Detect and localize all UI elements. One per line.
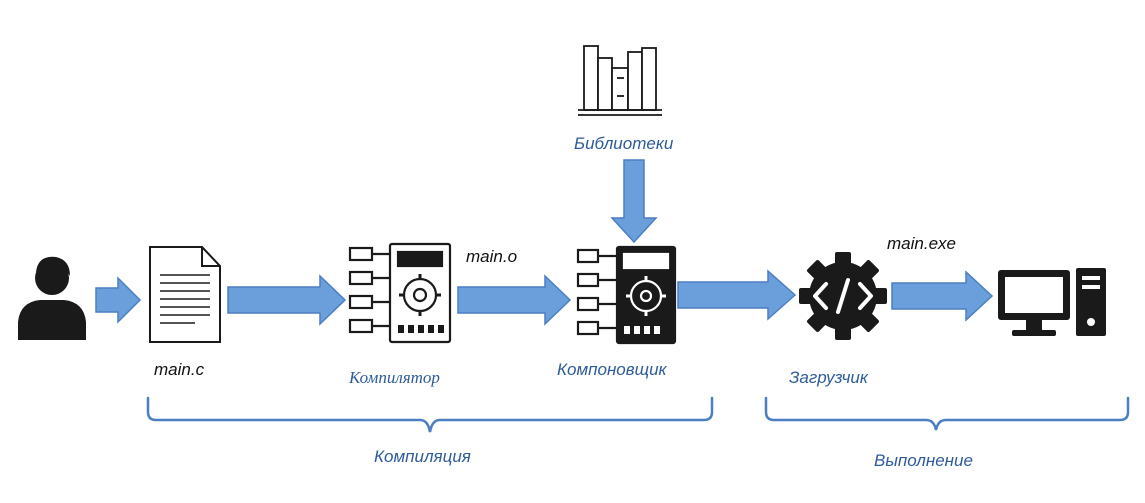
arrow-linker-to-loader (677, 269, 797, 321)
object-file-label: main.o (466, 247, 518, 266)
linker-panel-icon (576, 245, 677, 345)
loader-label: Загрузчик (789, 368, 868, 387)
linker-label: Компоновщик (557, 360, 667, 379)
executable-label: main.exe (887, 234, 956, 253)
libraries-label: Библиотеки (574, 134, 674, 153)
source-file-label: main.c (154, 360, 205, 379)
code-gear-icon (799, 252, 887, 340)
compilation-bracket (146, 396, 714, 433)
arrow-libraries-to-linker (610, 159, 658, 244)
compiler-label: Компилятор (349, 368, 440, 387)
arrow-loader-to-computer (891, 270, 994, 322)
bookshelf-icon (578, 45, 662, 116)
arrow-user-to-source (95, 276, 142, 324)
desktop-computer-icon (998, 268, 1106, 336)
person-icon (18, 256, 86, 340)
execution-bracket (764, 396, 1130, 431)
arrow-source-to-compiler (227, 274, 347, 326)
document-icon (149, 246, 221, 343)
compilation-phase-label: Компиляция (374, 447, 471, 466)
execution-phase-label: Выполнение (874, 451, 973, 470)
compiler-panel-icon (348, 242, 452, 344)
arrow-compiler-to-linker (457, 274, 572, 326)
